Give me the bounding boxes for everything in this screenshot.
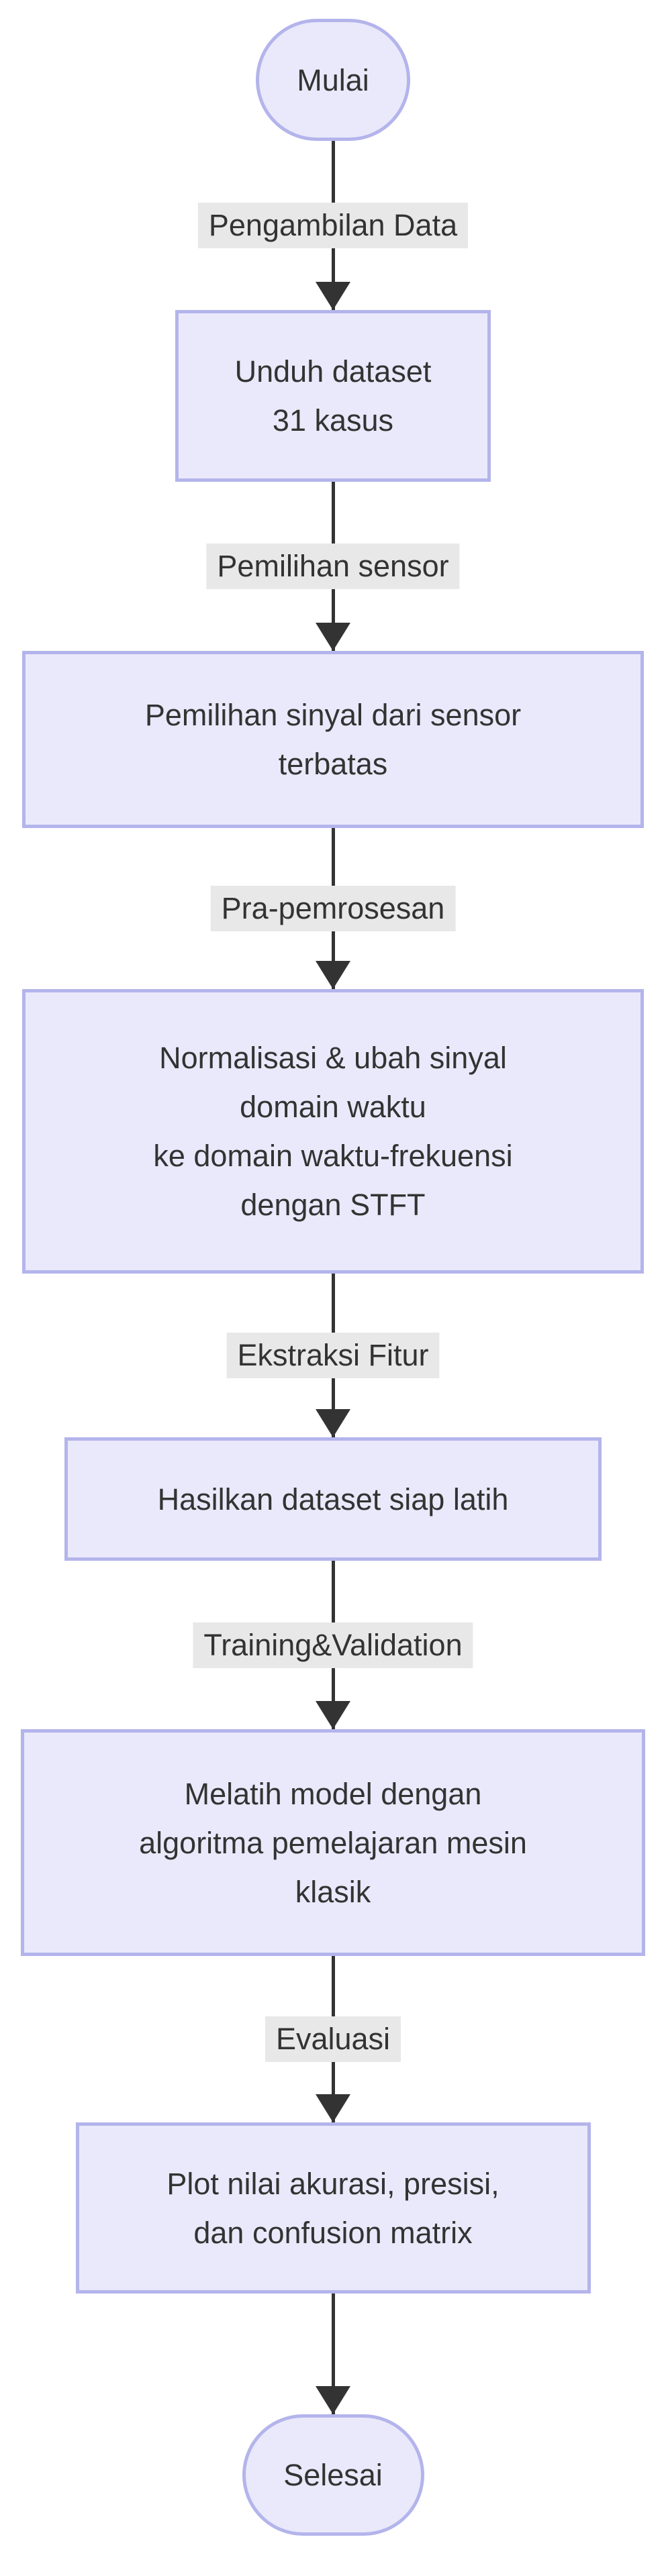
node-plot-hasil-label: Plot nilai akurasi, presisi, dan confusi… — [166, 2166, 500, 2250]
node-normalisasi-stft-label: Normalisasi & ubah sinyal domain waktu k… — [153, 1041, 513, 1222]
node-hasilkan-dataset: Hasilkan dataset siap latih — [64, 1437, 602, 1561]
edge-line — [331, 2294, 335, 2414]
arrowhead-down-icon — [316, 623, 350, 651]
edge-label-evaluasi: Evaluasi — [265, 2016, 401, 2062]
node-pemilihan-sinyal-label: Pemilihan sinyal dari sensor terbatas — [144, 698, 522, 781]
edge-training-validation: Training&Validation — [0, 1561, 666, 1729]
arrowhead-down-icon — [316, 2386, 350, 2414]
node-selesai: Selesai — [242, 2414, 424, 2536]
edge-pra-pemrosesan: Pra-pemrosesan — [0, 828, 666, 989]
node-mulai-label: Mulai — [297, 62, 369, 97]
edge-pengambilan-data: Pengambilan Data — [0, 141, 666, 310]
node-selesai-label: Selesai — [283, 2458, 383, 2492]
node-melatih-model: Melatih model dengan algoritma pemelajar… — [21, 1729, 645, 1956]
arrowhead-down-icon — [316, 2094, 350, 2122]
node-plot-hasil: Plot nilai akurasi, presisi, dan confusi… — [75, 2122, 591, 2294]
edge-pemilihan-sensor: Pemilihan sensor — [0, 482, 666, 651]
edge-ekstraksi-fitur: Ekstraksi Fitur — [0, 1274, 666, 1437]
node-unduh-dataset: Unduh dataset 31 kasus — [175, 310, 491, 482]
edge-label-pemilihan-sensor: Pemilihan sensor — [206, 544, 460, 589]
edge-evaluasi: Evaluasi — [0, 1956, 666, 2122]
edge-plot-to-selesai — [0, 2294, 666, 2414]
arrowhead-down-icon — [316, 1701, 350, 1729]
edge-label-pra-pemrosesan: Pra-pemrosesan — [210, 886, 456, 931]
node-unduh-dataset-label: Unduh dataset 31 kasus — [234, 354, 432, 437]
arrowhead-down-icon — [316, 282, 350, 310]
node-mulai: Mulai — [256, 19, 410, 141]
node-hasilkan-dataset-label: Hasilkan dataset siap latih — [157, 1482, 509, 1516]
edge-label-ekstraksi-fitur: Ekstraksi Fitur — [226, 1333, 440, 1378]
edge-label-training-validation: Training&Validation — [193, 1622, 473, 1668]
node-melatih-model-label: Melatih model dengan algoritma pemelajar… — [139, 1776, 527, 1909]
node-pemilihan-sinyal: Pemilihan sinyal dari sensor terbatas — [22, 651, 644, 828]
node-normalisasi-stft: Normalisasi & ubah sinyal domain waktu k… — [22, 989, 644, 1274]
edge-label-pengambilan-data: Pengambilan Data — [197, 203, 469, 248]
arrowhead-down-icon — [316, 961, 350, 989]
arrowhead-down-icon — [316, 1409, 350, 1437]
